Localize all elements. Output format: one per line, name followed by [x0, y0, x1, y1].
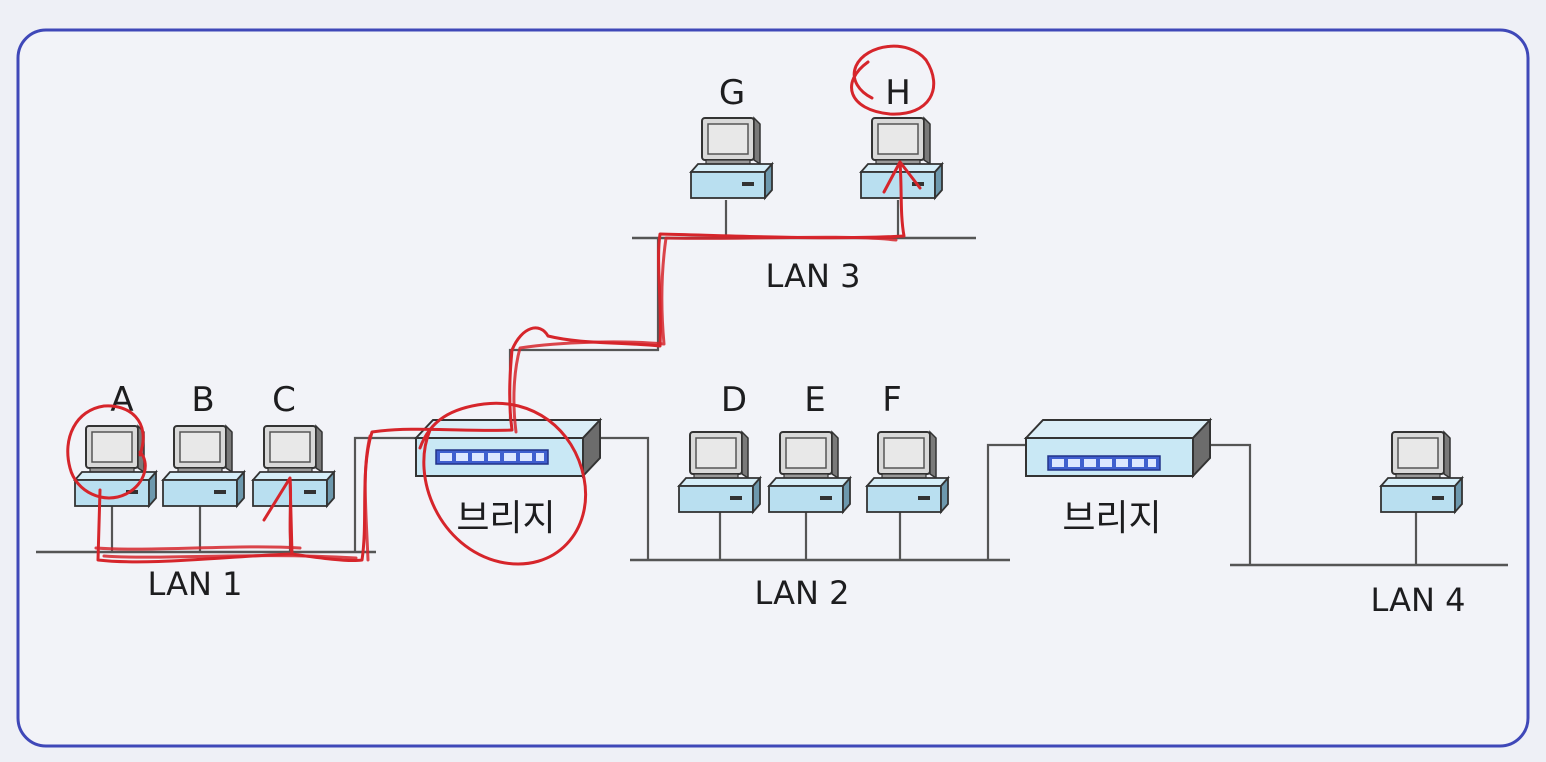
lan-label-4: LAN 4	[1371, 581, 1466, 619]
computer-d	[678, 431, 761, 513]
computer-icon	[866, 431, 949, 513]
computer-label-e: E	[804, 380, 825, 420]
computer-label-b: B	[191, 380, 214, 420]
computer-f	[866, 431, 949, 513]
bridge-links	[353, 238, 1252, 565]
circle-annotation-bridge	[418, 401, 587, 566]
diagram-frame	[16, 28, 1530, 748]
annotation-ink	[66, 44, 936, 566]
computer-b	[162, 425, 245, 507]
lan-label-2: LAN 2	[755, 574, 850, 612]
bridge-label-2: 브리지	[1062, 498, 1161, 539]
circle-annotation-a	[66, 404, 147, 500]
bridge-label-1: 브리지	[456, 498, 555, 539]
computer-label-f: F	[882, 380, 902, 420]
computer-icon	[678, 431, 761, 513]
computer-label-d: D	[721, 380, 747, 420]
computer-icon	[252, 425, 335, 507]
computer-icon	[162, 425, 245, 507]
computer-c	[252, 425, 335, 507]
computer-g	[690, 117, 773, 199]
bridge-2	[1025, 419, 1211, 477]
computer-icon	[1380, 431, 1463, 513]
computer-label-h: H	[885, 73, 911, 113]
computer-label-g: G	[719, 73, 745, 113]
computer-icon	[690, 117, 773, 199]
computer-label-c: C	[272, 380, 296, 420]
lan-label-3: LAN 3	[766, 257, 861, 295]
computer-label-a: A	[110, 380, 133, 420]
lan-label-1: LAN 1	[148, 565, 243, 603]
computer-icon	[768, 431, 851, 513]
computer-e	[768, 431, 851, 513]
computer-lan4	[1380, 431, 1463, 513]
computer-drops	[110, 200, 1418, 565]
circle-annotation-h	[850, 44, 936, 116]
